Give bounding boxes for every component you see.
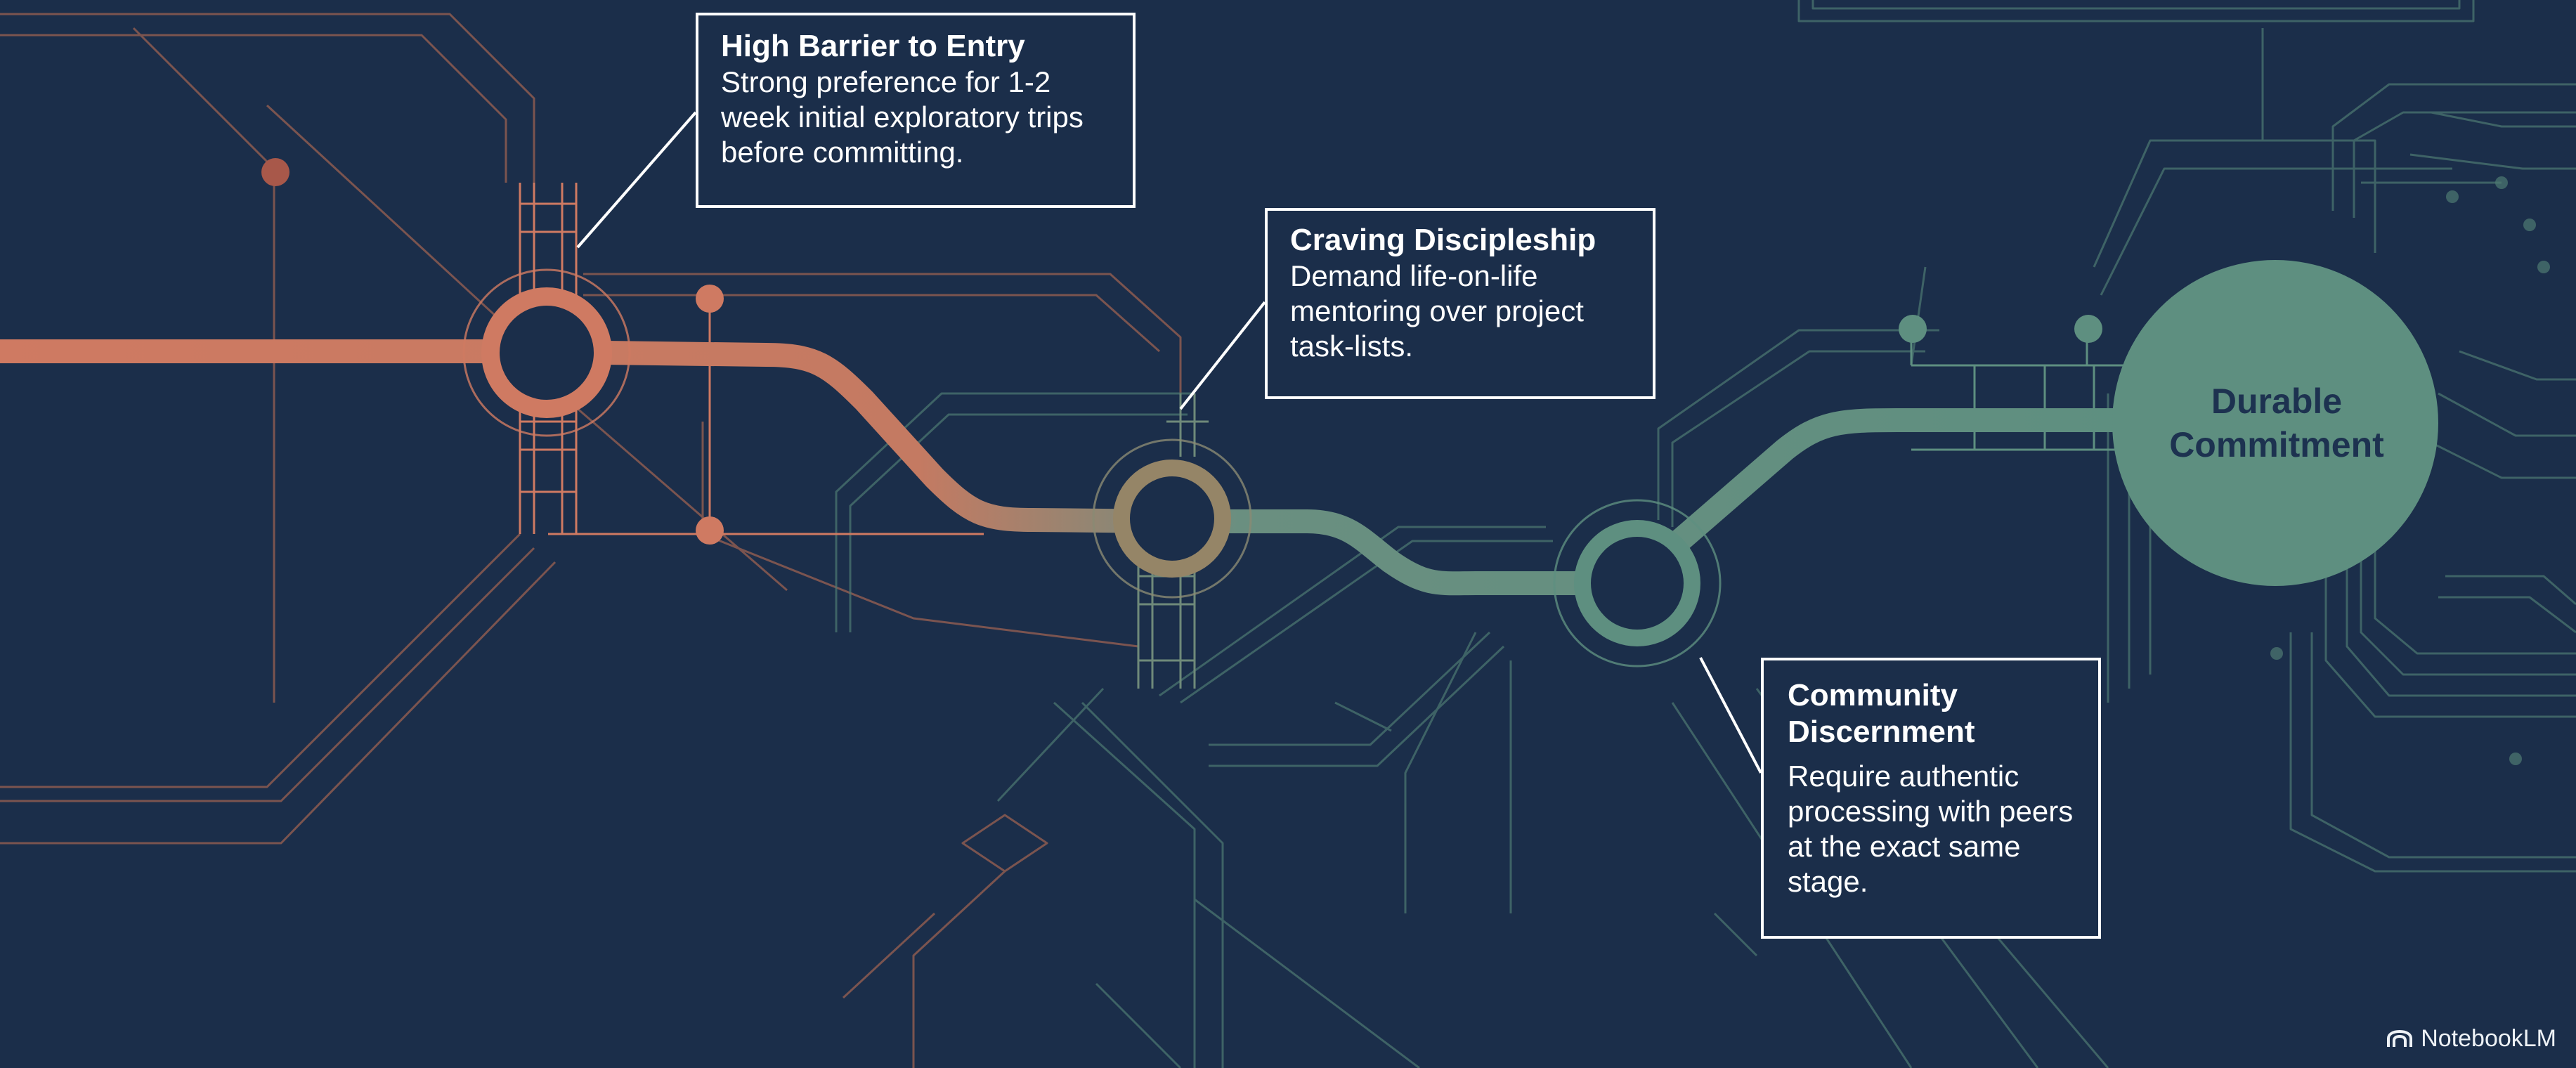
callout-body: Require authentic processing with peers …	[1788, 760, 2074, 898]
station-3	[1553, 499, 1722, 668]
main-route	[0, 339, 2148, 596]
callout-craving-discipleship: Craving Discipleship Demand life-on-life…	[1265, 208, 1655, 399]
junction-dots	[261, 158, 2102, 545]
station-1	[462, 268, 631, 437]
notebooklm-watermark: NotebookLM	[2386, 1025, 2556, 1053]
goal-label: Durable Commitment	[2169, 382, 2384, 464]
callout-community-discernment: Community Discernment Require authentic …	[1761, 658, 2101, 939]
callout-title: Craving Discipleship	[1290, 223, 1596, 257]
station-2	[1092, 438, 1252, 599]
leader-lines	[576, 111, 1762, 774]
callout-title: Community Discernment	[1788, 678, 1975, 749]
goal-circle	[2112, 260, 2438, 586]
callout-high-barrier: High Barrier to Entry Strong preference …	[696, 13, 1136, 208]
notebooklm-logo-icon	[2387, 1029, 2413, 1047]
watermark-text: NotebookLM	[2421, 1025, 2556, 1052]
callout-body: Strong preference for 1-2 week initial e…	[721, 65, 1084, 169]
callout-title: High Barrier to Entry	[721, 29, 1025, 63]
callout-body: Demand life-on-life mentoring over proje…	[1290, 259, 1584, 363]
